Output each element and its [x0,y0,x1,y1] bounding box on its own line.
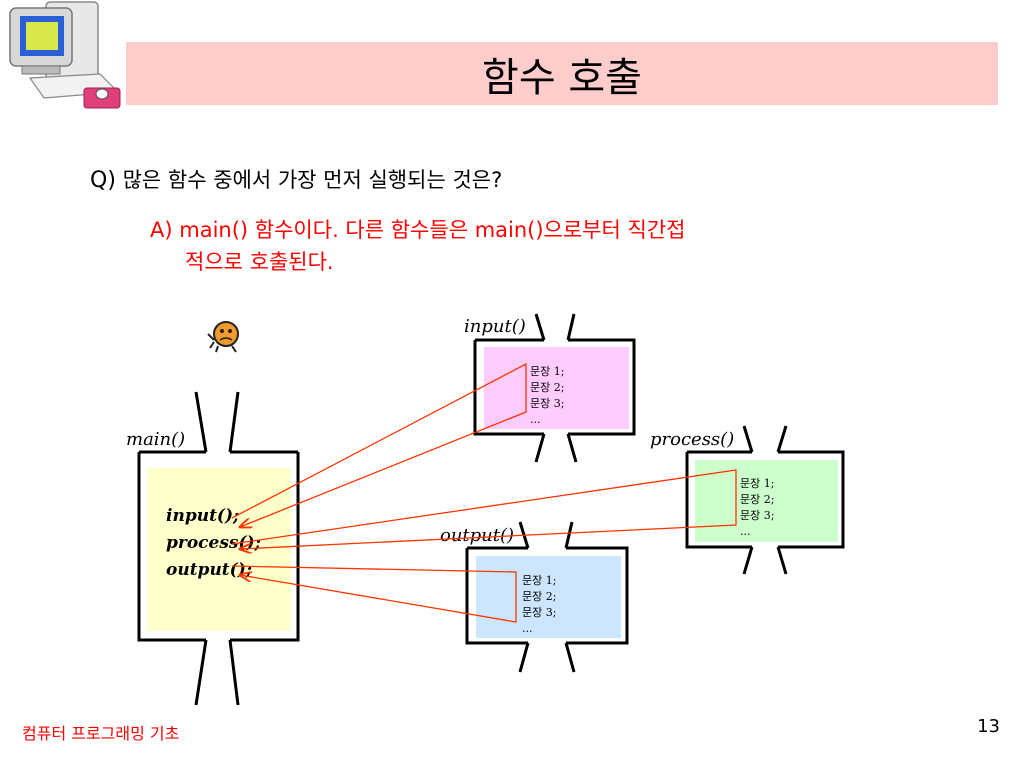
process-label: process() [650,429,734,450]
output-line-1: 문장 1; [522,574,556,587]
main-label: main() [126,429,185,450]
call-input: input(); [166,506,239,526]
answer-text-1: 함수이다. 다른 함수들은 [248,218,475,242]
process-line-4: ... [740,525,751,538]
input-call-arrow [231,362,527,527]
footer-course-title: 컴퓨터 프로그래밍 기초 [22,724,180,743]
input-line-3: 문장 3; [530,397,564,410]
call-process: process(); [166,533,261,553]
question-label: Q) [90,168,116,193]
page-number: 13 [977,716,1000,737]
output-line-4: ... [522,622,533,635]
input-line-4: ... [530,413,541,426]
answer-label: A) [150,218,173,242]
process-body [695,460,838,542]
answer-main-2: main() [474,218,544,242]
call-output: output(); [166,560,252,580]
question: Q) 많은 함수 중에서 가장 먼저 실행되는 것은? [90,164,502,194]
call-arrows [231,362,737,623]
answer: A) main() 함수이다. 다른 함수들은 main()으로부터 직간접 적… [150,214,910,278]
output-call-arrow [231,565,517,623]
process-line-2: 문장 2; [740,493,774,506]
main-function-box: main() input(); process(); output(); [126,391,300,706]
input-body [484,347,629,429]
output-body [476,556,621,638]
main-body [147,468,291,631]
input-label: input() [464,316,526,337]
answer-main-1: main() [179,218,249,242]
computer-clipart-icon [9,1,121,109]
answer-line-2: 적으로 호출된다. [185,250,334,274]
question-text: 많은 함수 중에서 가장 먼저 실행되는 것은? [122,168,503,192]
input-line-1: 문장 1; [530,365,564,378]
answer-text-2: 으로부터 직간접 [543,218,686,242]
process-line-1: 문장 1; [740,477,774,490]
process-line-3: 문장 3; [740,509,774,522]
output-line-2: 문장 2; [522,590,556,603]
page-title: 함수 호출 [482,54,642,101]
input-function-box: input() 문장 1; 문장 2; 문장 3; ... [464,313,636,463]
title-bar [126,42,998,105]
process-function-box: process() 문장 1; 문장 2; 문장 3; ... [650,425,845,575]
output-line-3: 문장 3; [522,606,556,619]
input-line-2: 문장 2; [530,381,564,394]
output-function-box: output() 문장 1; 문장 2; 문장 3; ... [440,521,629,673]
output-label: output() [440,525,514,546]
process-call-arrow [231,469,737,549]
thinking-character-icon [207,321,239,353]
